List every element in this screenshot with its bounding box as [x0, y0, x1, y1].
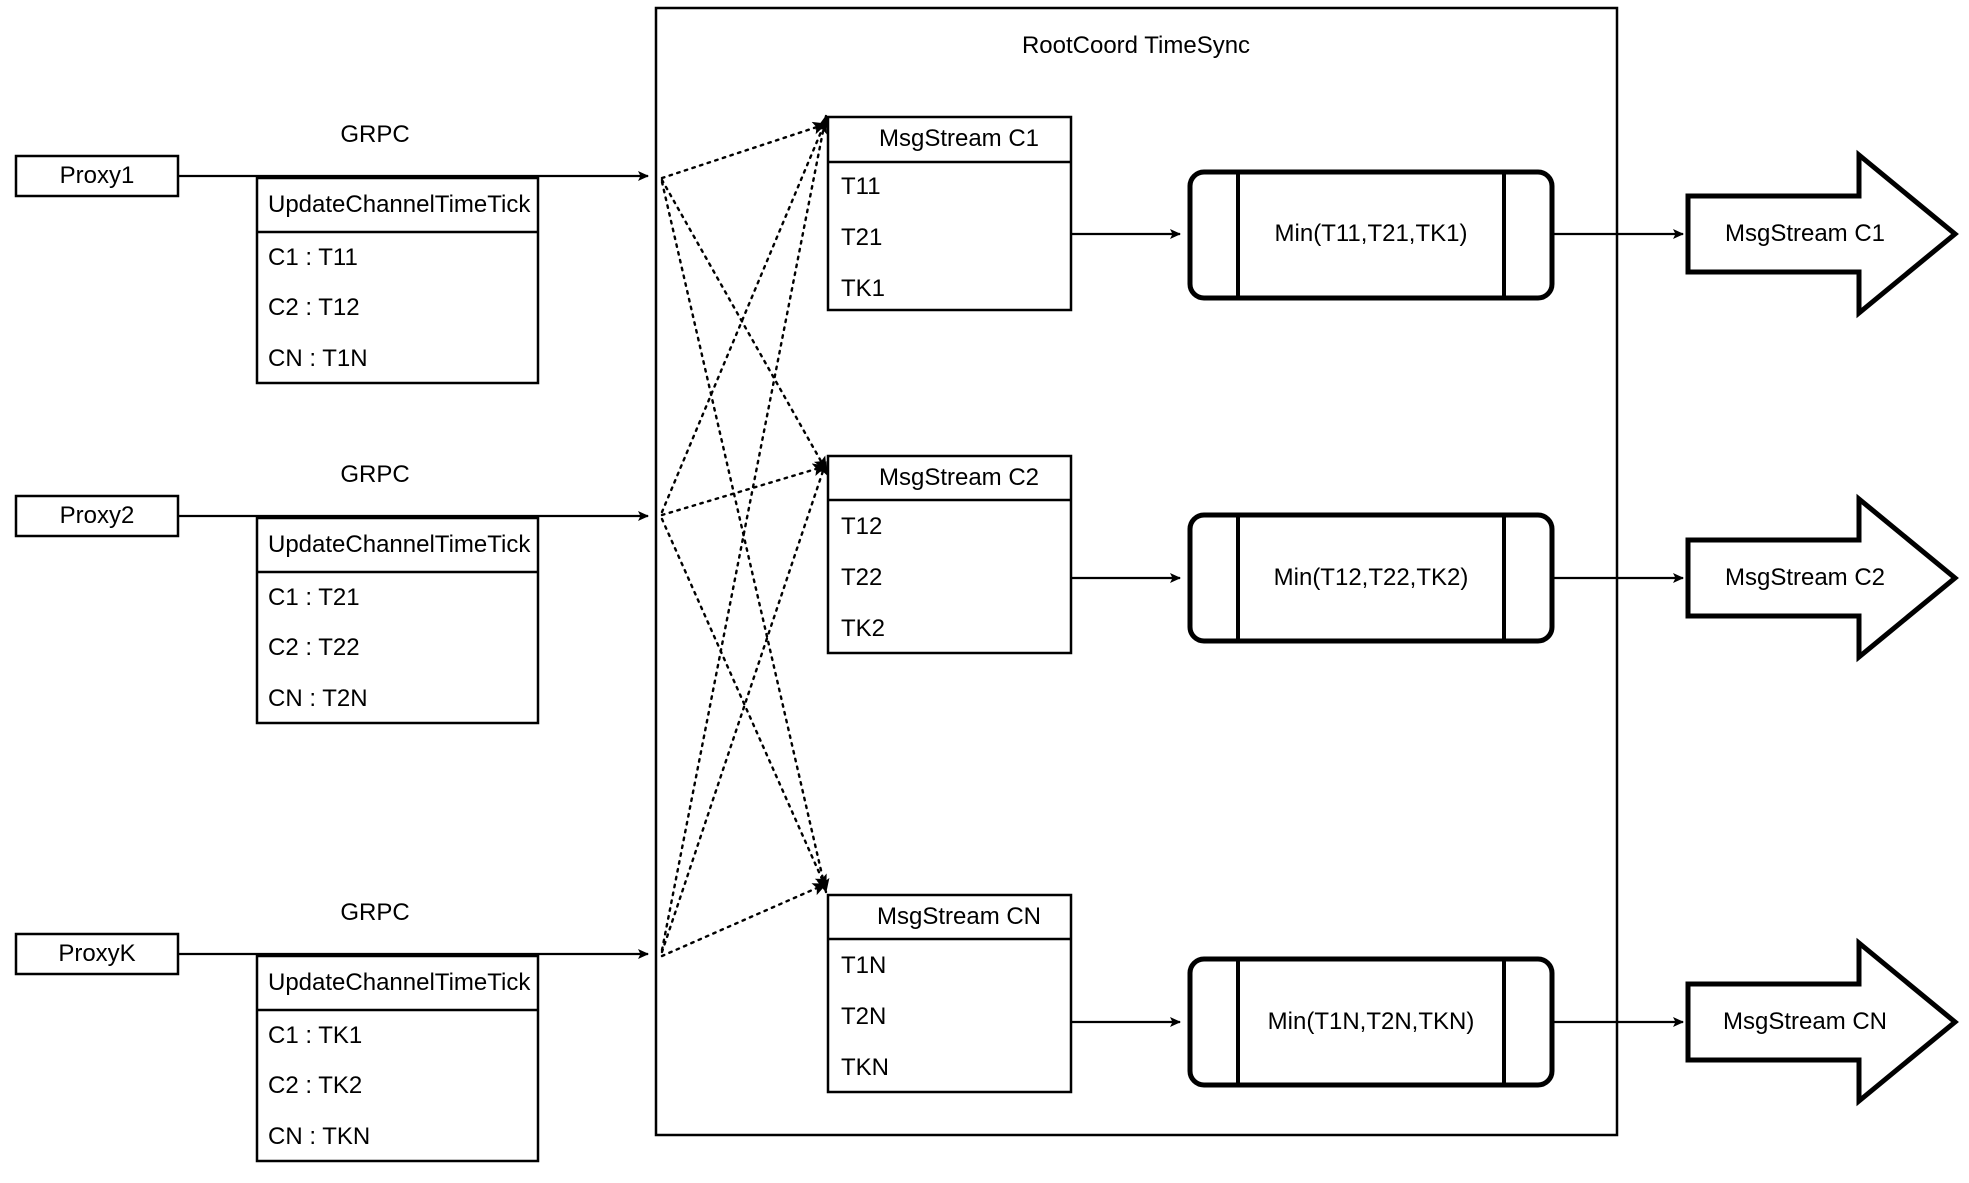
rpc-entry-3-1: C2 : TK2	[268, 1072, 363, 1099]
msgstream-tick-3-0: T1N	[841, 952, 887, 979]
dispatch-edge-p2-c1	[660, 118, 828, 514]
rpc-entry-2-2: CN : T2N	[268, 685, 368, 712]
min-label-3: Min(T1N,T2N,TKN)	[1267, 1008, 1475, 1035]
dispatch-edge-pk-cn	[660, 882, 828, 958]
output-label-3: MsgStream CN	[1722, 1008, 1888, 1035]
msgstream-tick-2-2: TK2	[841, 615, 886, 642]
transport-label-3: GRPC	[340, 899, 410, 926]
msgstream-title-1: MsgStream C1	[878, 125, 1040, 152]
dispatch-edge-p2-cn	[660, 517, 828, 890]
dispatch-edge-pk-c1	[660, 114, 830, 952]
transport-label-1: GRPC	[340, 121, 410, 148]
msgstream-tick-1-1: T21	[841, 224, 883, 251]
msgstream-tick-3-1: T2N	[841, 1003, 887, 1030]
proxy-label-3: ProxyK	[58, 940, 136, 967]
transport-label-2: GRPC	[340, 461, 410, 488]
dispatch-edge-pk-c2	[660, 460, 829, 954]
output-label-1: MsgStream C1	[1724, 220, 1886, 247]
timetick-dispatch-edges	[660, 114, 830, 958]
rootcoord-timesync-container	[654, 6, 1619, 1137]
msgstream-tick-2-1: T22	[841, 564, 883, 591]
rpc-title-3: UpdateChannelTimeTick	[268, 969, 531, 996]
rpc-entry-1-0: C1 : T11	[268, 244, 358, 271]
msgstream-tick-2-0: T12	[841, 513, 883, 540]
dispatch-edge-p2-c2	[660, 463, 828, 517]
proxy-label-1: Proxy1	[59, 162, 135, 189]
rpc-entry-3-2: CN : TKN	[268, 1123, 371, 1150]
rpc-entry-2-0: C1 : T21	[268, 584, 360, 611]
msgstream-tick-1-2: TK1	[841, 275, 886, 302]
container-title: RootCoord TimeSync	[1021, 32, 1251, 59]
output-label-2: MsgStream C2	[1724, 564, 1886, 591]
rpc-entry-3-0: C1 : TK1	[268, 1022, 363, 1049]
dispatch-edge-p1-c1	[660, 121, 828, 180]
min-label-1: Min(T11,T21,TK1)	[1274, 220, 1468, 247]
dispatch-edge-p1-cn	[660, 180, 830, 894]
msgstream-title-3: MsgStream CN	[876, 903, 1042, 930]
rpc-entry-1-1: C2 : T12	[268, 294, 360, 321]
min-label-2: Min(T12,T22,TK2)	[1273, 564, 1469, 591]
msgstream-tick-1-0: T11	[841, 173, 881, 200]
rpc-entry-1-2: CN : T1N	[268, 345, 368, 372]
msgstream-title-2: MsgStream C2	[878, 464, 1040, 491]
rpc-entry-2-1: C2 : T22	[268, 634, 360, 661]
msgstream-tick-3-2: TKN	[841, 1054, 889, 1081]
proxy-label-2: Proxy2	[59, 502, 135, 529]
rpc-title-2: UpdateChannelTimeTick	[268, 531, 531, 558]
rpc-title-1: UpdateChannelTimeTick	[268, 191, 531, 218]
dispatch-edge-p1-c2	[660, 178, 828, 472]
